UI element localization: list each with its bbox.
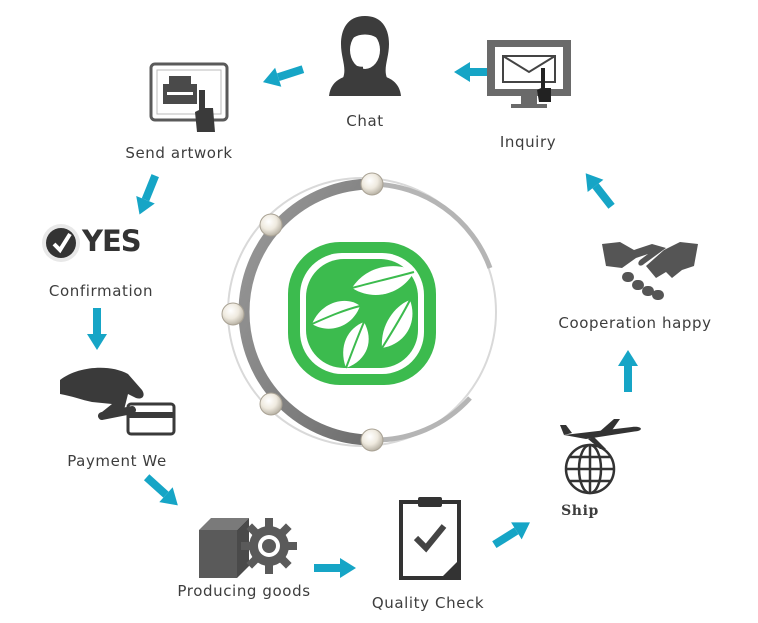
arrow-cooperation-to-inquiry bbox=[585, 173, 615, 209]
step-label: Cooperation happy bbox=[558, 314, 712, 332]
arrow-payment-to-producing bbox=[143, 474, 178, 506]
arrow-quality-to-ship bbox=[492, 522, 530, 549]
step-chat: Chat bbox=[310, 8, 430, 138]
step-inquiry: Inquiry bbox=[472, 38, 592, 158]
clipboard-check-icon bbox=[399, 497, 461, 580]
arrow-chat-to-send-artwork bbox=[262, 65, 305, 87]
center-logo bbox=[282, 236, 442, 391]
ring-pearls bbox=[221, 172, 384, 452]
step-send-artwork: Send artwork bbox=[115, 60, 250, 168]
step-label: Chat bbox=[346, 112, 384, 130]
step-confirmation: YES Confirmation bbox=[38, 210, 178, 306]
green-leaves-logo-icon bbox=[288, 242, 436, 385]
box-gear-icon bbox=[199, 518, 297, 578]
step-producing: Producing goods bbox=[170, 508, 320, 608]
arrow-ship-to-cooperation bbox=[618, 350, 638, 392]
monitor-mail-icon bbox=[487, 40, 571, 108]
yes-badge-text: YES bbox=[82, 224, 142, 258]
fax-touch-icon bbox=[149, 62, 229, 132]
arrow-producing-to-quality bbox=[314, 558, 356, 578]
yes-icon bbox=[42, 224, 80, 262]
plane-globe-icon bbox=[560, 419, 641, 495]
step-label: Inquiry bbox=[499, 133, 557, 151]
handshake-icon bbox=[602, 242, 698, 300]
hand-card-icon bbox=[60, 367, 176, 436]
step-label: Producing goods bbox=[177, 582, 311, 600]
step-label: Quality Check bbox=[371, 594, 485, 612]
step-cooperation: Cooperation happy bbox=[548, 228, 738, 338]
step-label: Payment We bbox=[67, 452, 167, 470]
step-payment: Payment We bbox=[50, 360, 190, 472]
flow-arrows bbox=[87, 62, 638, 578]
step-label: Ship bbox=[561, 503, 599, 519]
step-ship: Ship bbox=[550, 415, 650, 525]
headset-agent-icon bbox=[329, 16, 401, 96]
arrow-artwork-to-confirmation bbox=[136, 174, 159, 215]
step-label: Confirmation bbox=[48, 282, 154, 300]
step-label: Send artwork bbox=[125, 144, 233, 162]
step-quality: Quality Check bbox=[360, 494, 500, 614]
arrow-inquiry-to-chat bbox=[454, 62, 496, 82]
arrow-confirmation-to-payment bbox=[87, 308, 107, 350]
